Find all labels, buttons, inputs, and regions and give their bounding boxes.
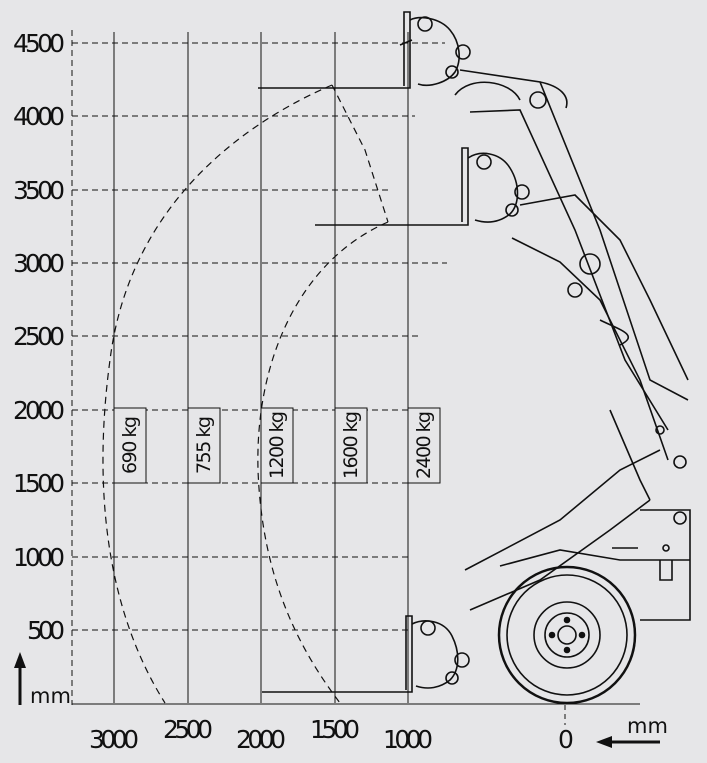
x-unit-label: mm bbox=[627, 714, 668, 738]
upper-reach-curve bbox=[331, 84, 389, 223]
inner-load-curve bbox=[257, 221, 389, 704]
x-tick-label: 2500 bbox=[163, 715, 213, 744]
x-axis-unit: mm bbox=[596, 714, 668, 748]
x-tick-label: 1500 bbox=[310, 715, 360, 744]
capacity-label: 690 kg bbox=[119, 416, 141, 474]
y-axis-unit: mm bbox=[14, 652, 71, 708]
y-tick-label: 3000 bbox=[13, 249, 65, 278]
y-tick-label: 3500 bbox=[13, 176, 65, 205]
capacity-label: 755 kg bbox=[193, 416, 215, 474]
capacity-label: 1200 kg bbox=[266, 411, 288, 479]
capacity-label-box: 690 kg bbox=[113, 407, 147, 484]
boom-mid bbox=[511, 194, 689, 461]
x-tick-label: 1000 bbox=[383, 725, 433, 754]
capacity-label: 2400 kg bbox=[413, 411, 435, 479]
y-tick-label: 1000 bbox=[13, 543, 65, 572]
capacity-label-box: 2400 kg bbox=[407, 407, 441, 484]
y-tick-label: 2000 bbox=[13, 396, 65, 425]
capacity-label-box: 1200 kg bbox=[260, 407, 294, 484]
y-axis-labels: 4500 4000 3500 3000 2500 2000 1500 1000 500 bbox=[13, 29, 65, 645]
y-tick-label: 500 bbox=[27, 616, 65, 645]
load-curves bbox=[102, 84, 389, 704]
y-tick-label: 4000 bbox=[13, 102, 65, 131]
fork-top bbox=[258, 11, 471, 89]
telehandler-machine bbox=[258, 11, 691, 705]
capacity-label-box: 755 kg bbox=[187, 407, 221, 484]
boom-lower bbox=[464, 409, 687, 611]
x-tick-label: 0 bbox=[558, 725, 574, 754]
x-tick-label: 2000 bbox=[236, 725, 286, 754]
y-tick-label: 1500 bbox=[13, 469, 65, 498]
y-tick-label: 4500 bbox=[13, 29, 65, 58]
capacity-label: 1600 kg bbox=[340, 411, 362, 479]
capacity-zones: 690 kg 755 kg 1200 kg 1600 kg 2400 kg bbox=[113, 407, 441, 484]
grid bbox=[71, 30, 640, 725]
y-tick-label: 2500 bbox=[13, 322, 65, 351]
y-unit-label: mm bbox=[30, 684, 71, 708]
fork-mid bbox=[315, 147, 530, 226]
fork-bottom bbox=[262, 615, 470, 693]
capacity-label-box: 1600 kg bbox=[334, 407, 368, 484]
chassis bbox=[499, 509, 691, 621]
wheel bbox=[497, 565, 637, 705]
x-tick-label: 3000 bbox=[89, 725, 139, 754]
boom-upper bbox=[454, 69, 689, 431]
outer-load-curve bbox=[102, 84, 333, 704]
x-axis-labels: 3000 2500 2000 1500 1000 0 bbox=[89, 715, 574, 754]
